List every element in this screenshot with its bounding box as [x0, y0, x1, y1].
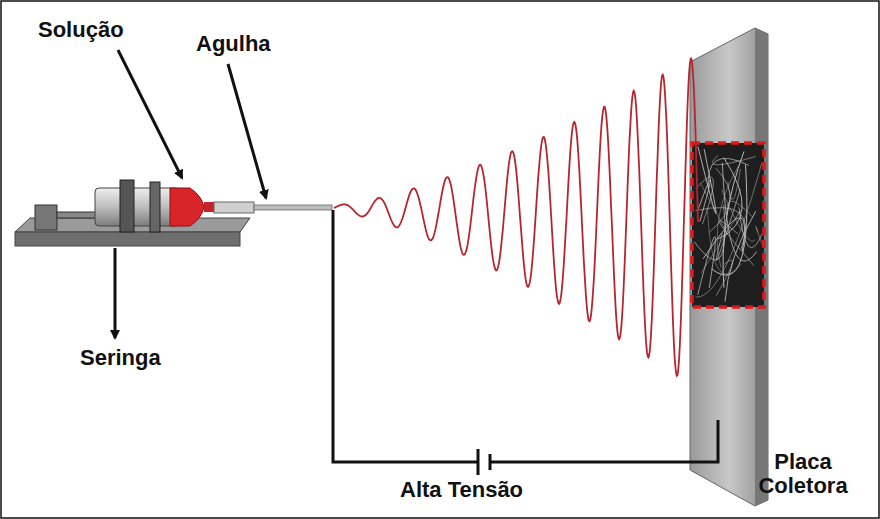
- part-label: Seringa: [80, 346, 161, 370]
- part-label: Placa Coletora: [743, 450, 863, 498]
- syringe-clamp: [120, 180, 134, 232]
- fiber: [711, 165, 746, 276]
- fiber: [712, 156, 755, 165]
- solution: [170, 188, 204, 226]
- part-label: Alta Tensão: [400, 478, 523, 502]
- fiber-mat: [692, 143, 764, 307]
- pump-base: [15, 232, 240, 246]
- needle: [254, 205, 332, 210]
- plunger-rod: [57, 212, 97, 218]
- part-label: Solução: [38, 18, 124, 42]
- battery-symbol: [477, 449, 480, 475]
- leader-arrow: [228, 64, 266, 198]
- leader-arrow: [118, 50, 182, 178]
- syringe-tip: [204, 202, 214, 212]
- leader-arrow: [114, 248, 117, 338]
- highlight-box: [692, 143, 764, 307]
- fiber: [723, 151, 744, 287]
- collector-plate: [690, 28, 768, 506]
- part-label: Agulha: [196, 32, 271, 56]
- pump-block: [35, 205, 57, 230]
- fiber: [716, 260, 732, 296]
- fiber: [694, 205, 725, 260]
- syringe-clamp: [150, 182, 160, 232]
- fiber: [698, 180, 710, 222]
- fiber: [725, 211, 756, 301]
- polymer-jet: [334, 58, 698, 375]
- wire: [333, 210, 478, 462]
- fiber: [739, 207, 762, 248]
- needle-hub: [214, 202, 254, 213]
- fibers: [694, 146, 763, 301]
- syringe-barrel: [95, 188, 180, 226]
- wire: [490, 420, 718, 462]
